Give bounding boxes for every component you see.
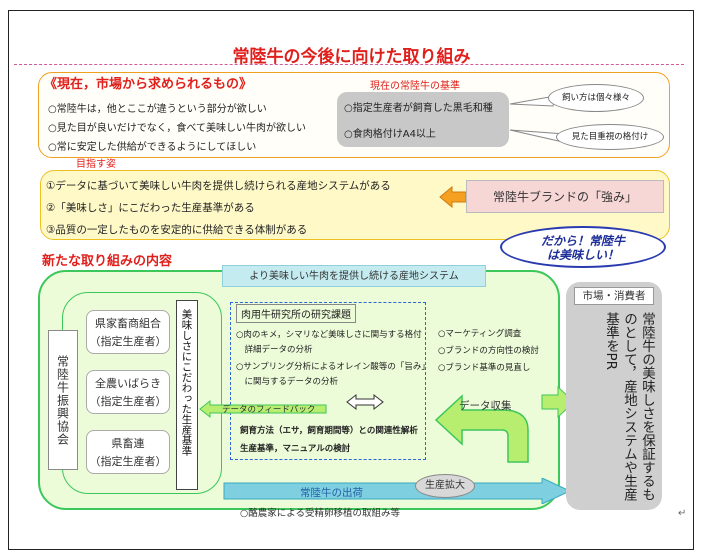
standard-label: 現在の常陸牛の基準 — [370, 81, 460, 92]
goal-label: 目指す姿 — [76, 159, 116, 170]
title-divider — [14, 64, 684, 65]
producer-org: 県畜連 （指定生産者） — [86, 430, 170, 474]
goal-item: ②「美味しさ」にこだわった生産基準がある — [46, 202, 255, 214]
speech-bubble-grading: 見た目重視の格付け — [556, 124, 664, 150]
system-banner: より美味しい牛肉を提供し続ける産地システム — [222, 265, 486, 287]
current-requirements-heading: 《現在，市場から求められるもの》 — [44, 77, 253, 92]
marketing-item: ○ブランドの方向性の検討 — [438, 346, 539, 356]
org-name: 県家畜商組合 — [95, 317, 161, 330]
bubble-pointers — [509, 95, 566, 143]
callout-line: だから！常陸牛 — [540, 234, 625, 248]
goal-item: ③品質の一定したものを安定的に供給できる体制がある — [46, 224, 308, 236]
new-efforts-heading: 新たな取り組みの内容 — [42, 254, 173, 269]
market-heading: 市場・消費者 — [574, 287, 654, 305]
umami-standard-box: 美味しさにこだわった生産基準 — [176, 300, 198, 490]
page-frame — [8, 10, 694, 550]
org-name: 全農いばらき — [95, 377, 161, 390]
strength-arrow-icon — [439, 185, 467, 209]
producer-org: 県家畜商組合 （指定生産者） — [86, 310, 170, 354]
goal-item: ①データに基づいて美味しい牛肉を提供し続けられる産地システムがある — [46, 180, 391, 192]
speech-bubble-rearing: 飼い方は個々様々 — [548, 84, 644, 112]
request-item: ○見た目が良いだけでなく，食べて美味しい牛肉が欲しい — [48, 123, 307, 134]
market-panel — [566, 282, 662, 510]
research-item: ○肉のキメ，シマリなど美味しさに関与する格付 — [236, 330, 422, 340]
research-bold-item: 生産基準，マニュアルの検討 — [240, 444, 351, 454]
shipping-label: 常陸牛の出荷 — [300, 487, 363, 499]
expansion-oval: 生産拡大 — [415, 474, 475, 498]
research-item: 詳細データの分析 — [236, 345, 313, 355]
page-title: 常陸牛の今後に向けた取り組み — [232, 47, 471, 67]
dairy-note: ○酪農家による受精卵移植の取組み等 — [240, 508, 401, 519]
association-box: 常陸牛振興協会 — [48, 330, 78, 470]
current-standard-box — [337, 92, 509, 147]
market-message: 常陸牛の美味しさを保証するものとして，産地システムや生産基準をPR — [603, 312, 655, 501]
callout-line: は美味しい！ — [546, 248, 619, 262]
marketing-item: ○マーケティング調査 — [438, 329, 522, 339]
callout-bubble: だから！常陸牛 は美味しい！ — [500, 226, 666, 268]
feedback-label: データのフィードバック — [222, 405, 316, 415]
research-item: に関与するデータの分析 — [236, 377, 339, 387]
standard-item: ○食肉格付けA4以上 — [344, 129, 436, 140]
research-bold-item: 飼育方法（エサ，飼育期間等）との関連性解析 — [240, 426, 418, 436]
paragraph-mark: ↵ — [678, 508, 687, 519]
org-sub: （指定生産者） — [89, 455, 167, 468]
producer-org: 全農いばらき （指定生産者） — [86, 370, 170, 414]
research-title: 肉用牛研究所の研究課題 — [236, 304, 356, 323]
data-collection-arrow-icon — [434, 394, 529, 463]
feedback-arrow-icon — [199, 399, 327, 419]
standard-item: ○指定生産者が飼育した黒毛和種 — [344, 103, 493, 114]
org-sub: （指定生産者） — [89, 395, 167, 408]
research-item: ○サンプリング分析によるオレイン酸等の「旨み」 — [236, 362, 430, 372]
double-arrow-icon — [346, 393, 384, 411]
request-item: ○常に安定した供給ができるようにしてほしい — [48, 142, 257, 153]
org-name: 県畜連 — [111, 437, 145, 450]
brand-strength-box: 常陸牛ブランドの「強み」 — [466, 180, 664, 213]
marketing-item: ○ブランド基準の見直し — [438, 363, 531, 373]
data-collection-label: データ収集 — [459, 400, 512, 412]
shipping-arrow-icon — [223, 478, 572, 504]
request-item: ○常陸牛は，他とここが違うという部分が欲しい — [48, 104, 267, 115]
research-panel — [230, 302, 426, 460]
org-sub: （指定生産者） — [89, 335, 167, 348]
